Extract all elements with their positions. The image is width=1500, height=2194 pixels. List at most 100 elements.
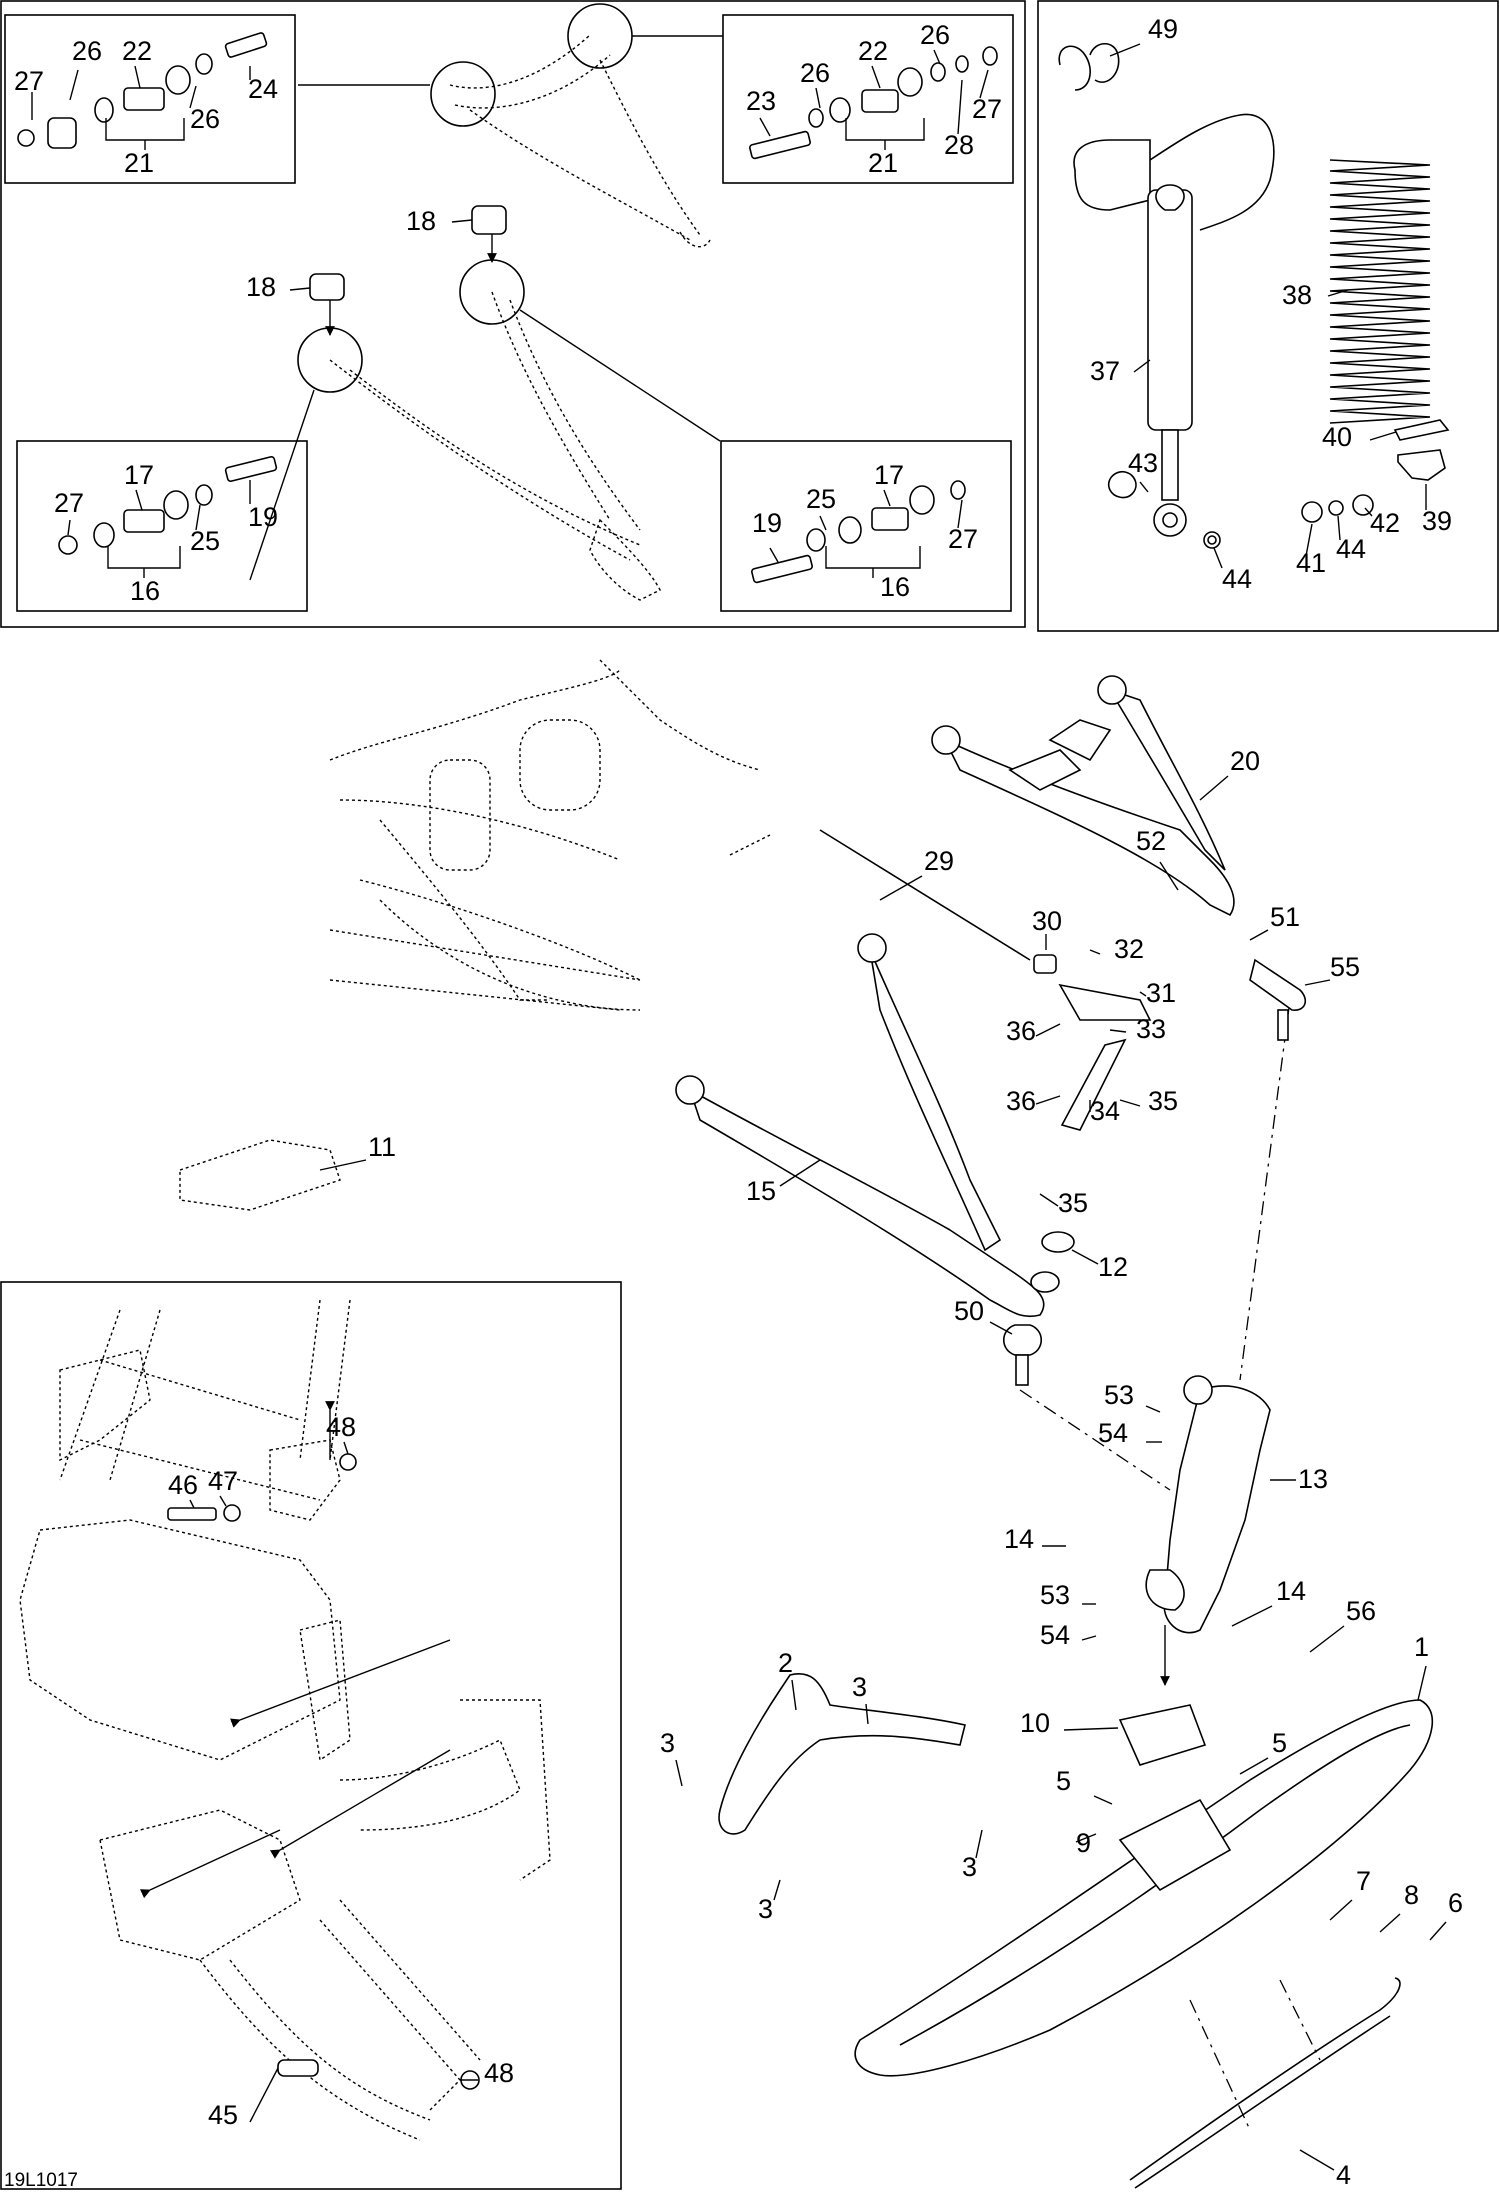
lower-a-arm-outline (249, 230, 721, 601)
callout-15: 15 (746, 1176, 776, 1206)
callout-bracket (825, 546, 921, 578)
callout-leader (1213, 547, 1223, 569)
callout-leader (249, 2067, 279, 2123)
skid-plate-11 (179, 1139, 341, 1211)
callout-21: 21 (124, 148, 154, 178)
callout-leader (1063, 1727, 1119, 1731)
frame-fasteners (167, 1453, 480, 2090)
ski-stopper-10 (1118, 1704, 1207, 1766)
drawing-code: 19L1017 (4, 2170, 78, 2191)
callout-leader (675, 1759, 683, 1787)
callout-leader (865, 1703, 869, 1725)
callout-17: 17 (874, 460, 904, 490)
callout-22: 22 (858, 36, 888, 66)
callout-leader (1075, 1833, 1097, 1843)
callout-7: 7 (1356, 1866, 1371, 1896)
shock-absorber (1073, 113, 1275, 537)
callout-leader (1364, 507, 1373, 517)
bushing-kit-parts-top-left (17, 32, 268, 149)
callout-44: 44 (1336, 534, 1366, 564)
callout-23: 23 (746, 86, 776, 116)
callout-leader (135, 489, 143, 511)
washer-18-parts (309, 205, 507, 301)
callout-41: 41 (1296, 548, 1326, 578)
callout-45: 45 (208, 2100, 238, 2130)
callout-46: 46 (168, 1470, 198, 1500)
callout-35: 35 (1058, 1188, 1088, 1218)
upper-a-arm-20 (931, 675, 1235, 917)
callout-43: 43 (1128, 448, 1158, 478)
callout-37: 37 (1090, 356, 1120, 386)
callout-33: 33 (1136, 1014, 1166, 1044)
suspension-assembly-overview (329, 659, 761, 1011)
callout-16: 16 (880, 572, 910, 602)
callout-leader (1327, 289, 1349, 297)
callout-leader (979, 69, 989, 99)
callout-3: 3 (660, 1728, 675, 1758)
bushing-kit-box-top-left (4, 14, 296, 184)
callout-bracket (105, 118, 185, 150)
callout-17: 17 (124, 460, 154, 490)
callout-29: 29 (924, 846, 954, 876)
callout-leader (1035, 1095, 1061, 1105)
callout-26: 26 (800, 58, 830, 88)
frame-mount-detail-frame (0, 1281, 622, 2190)
callout-leader (67, 519, 71, 536)
callout-52: 52 (1136, 826, 1166, 856)
callout-26: 26 (190, 104, 220, 134)
callout-bracket (845, 118, 925, 150)
callout-5: 5 (1272, 1728, 1287, 1758)
bushing-kit-box-bottom-right (720, 440, 1012, 612)
callout-36: 36 (1006, 1086, 1036, 1116)
callout-leader (989, 1321, 1013, 1335)
callout-27: 27 (14, 66, 44, 96)
callout-leader (343, 1441, 349, 1455)
callout-leader (1139, 991, 1147, 997)
callout-53: 53 (1040, 1580, 1070, 1610)
callout-leader (1035, 1023, 1061, 1037)
callout-30: 30 (1032, 906, 1062, 936)
callout-3: 3 (852, 1672, 867, 1702)
callout-leader (1379, 1913, 1401, 1933)
callout-leader (195, 504, 201, 531)
callout-4: 4 (1336, 2160, 1351, 2190)
callout-leader (189, 1499, 195, 1509)
ski-handle-2 (718, 1673, 966, 1835)
callout-leader (1093, 1795, 1113, 1805)
callout-leader (883, 489, 891, 507)
callout-leader (819, 515, 827, 531)
callout-leader (1417, 1665, 1427, 1701)
bushing-kit-parts-bottom-left (58, 455, 278, 555)
callout-5: 5 (1056, 1766, 1071, 1796)
callout-19: 19 (752, 508, 782, 538)
callout-leader (1239, 1757, 1269, 1775)
ball-joint-50 (1002, 1324, 1043, 1386)
callout-48: 48 (326, 1412, 356, 1442)
spindle-13 (1145, 1375, 1271, 1634)
callout-18: 18 (406, 206, 436, 236)
callout-leader (1133, 359, 1151, 373)
callout-leader (1071, 1249, 1099, 1265)
callout-9: 9 (1076, 1828, 1091, 1858)
callout-leader (1309, 1625, 1345, 1653)
upper-a-arm-outline (298, 3, 723, 248)
callout-34: 34 (1090, 1096, 1120, 1126)
callout-40: 40 (1322, 422, 1352, 452)
callout-19: 19 (248, 502, 278, 532)
callout-26: 26 (72, 36, 102, 66)
upper-arm-detail-frame (0, 0, 1026, 628)
callout-18: 18 (246, 272, 276, 302)
callout-leader (1139, 481, 1149, 493)
callout-16: 16 (130, 576, 160, 606)
retaining-ring-12 (1041, 1231, 1075, 1253)
callout-39: 39 (1422, 506, 1452, 536)
callout-leader (779, 1159, 821, 1187)
callout-leader (1089, 949, 1101, 955)
callout-leader (289, 287, 311, 291)
callout-49: 49 (1148, 14, 1178, 44)
callout-31: 31 (1146, 978, 1176, 1008)
callout-leader (871, 65, 881, 89)
callout-leader (975, 1829, 983, 1859)
callout-leader (1145, 1405, 1161, 1413)
